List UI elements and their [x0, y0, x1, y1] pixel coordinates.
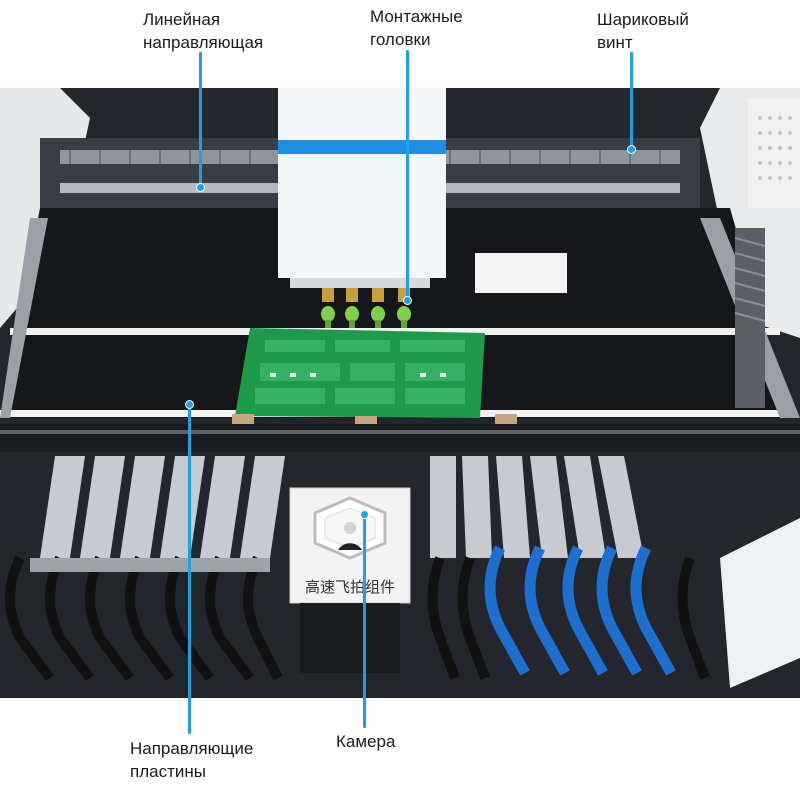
leader-dot-guide-plates	[185, 400, 194, 409]
leader-mount-heads	[406, 50, 409, 300]
leader-dot-ball-screw	[627, 145, 636, 154]
leader-ball-screw	[630, 52, 633, 148]
leader-guide-plates	[188, 404, 191, 734]
leader-linear-guide	[199, 52, 202, 186]
leader-dot-linear-guide	[196, 183, 205, 192]
label-camera: Камера	[336, 732, 396, 751]
label-ball-screw: Шариковый винт	[597, 10, 689, 52]
pick-and-place-machine-illustration: 高速飞拍组件	[0, 88, 800, 698]
label-mount-heads: Монтажные головки	[370, 7, 463, 49]
label-guide-plates: Направляющие пластины	[130, 739, 254, 781]
camera-module-caption: 高速飞拍组件	[305, 578, 395, 596]
label-linear-guide: Линейная направляющая	[143, 10, 264, 52]
leader-dot-camera	[360, 510, 369, 519]
machine-photo: 高速飞拍组件	[0, 88, 800, 698]
leader-dot-mount-heads	[403, 296, 412, 305]
leader-camera	[363, 514, 366, 728]
